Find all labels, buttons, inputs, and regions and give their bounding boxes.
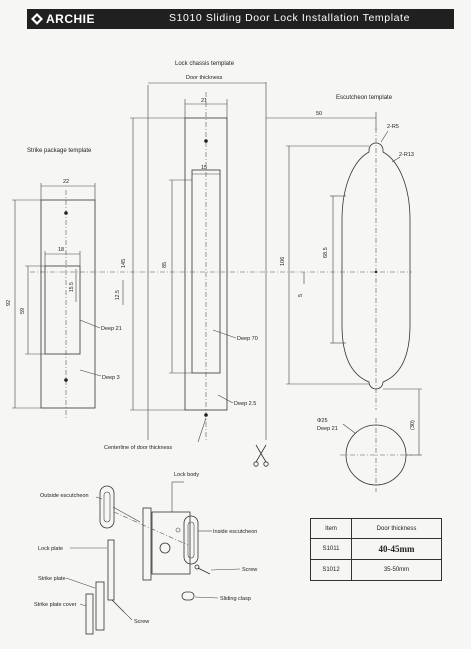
- dim-15-chassis: 15: [201, 165, 207, 171]
- dim-68-5: 68.5: [323, 247, 329, 258]
- strike-plate-cover-part: [85, 593, 94, 635]
- lock-body-part: [151, 511, 191, 575]
- dim-r5: 2-R5: [387, 124, 399, 130]
- strike-plate-part: [95, 581, 105, 631]
- dim-50: 50: [316, 111, 322, 117]
- dim-59: 59: [20, 308, 26, 314]
- dim-18: 18: [58, 247, 64, 253]
- sliding-clasp-label: Sliding clasp: [220, 596, 251, 602]
- dim-30: (30): [410, 420, 416, 430]
- dim-92: 92: [6, 300, 12, 306]
- strike-plate-label: Strike plate: [38, 576, 66, 582]
- archie-logo: ARCHIE: [31, 11, 95, 27]
- escutcheon-template: Escutcheon template 50 2-R5 2-R13 106 68…: [266, 95, 422, 492]
- deep-70-label: Deep 70: [237, 336, 258, 342]
- lock-chassis-template: Lock chassis template Door thickness 21 …: [104, 61, 267, 451]
- lock-plate-label: Lock plate: [38, 546, 63, 552]
- escutcheon-outline: [341, 142, 411, 390]
- dim-145: 145: [121, 259, 127, 268]
- screw-right-label: Screw: [242, 567, 257, 573]
- table-header-cell: Item: [310, 518, 352, 539]
- strike-deep-3-label: Deep 3: [102, 375, 120, 381]
- strike-pocket: [44, 265, 81, 355]
- exploded-parts-view: Outside escutcheon Lock body Inside escu…: [34, 472, 257, 635]
- table-row: S1012 35-50mm: [310, 559, 442, 581]
- hole-deep-21-label: Deep 21: [317, 426, 338, 432]
- dim-12-5: 12.5: [115, 290, 121, 300]
- dim-21: 21: [201, 98, 207, 104]
- dim-106: 106: [280, 257, 286, 266]
- sliding-clasp-part: [181, 591, 195, 601]
- lock-face-plate: [142, 507, 152, 581]
- header-bar: ARCHIE S1010 Sliding Door Lock Installat…: [27, 9, 454, 29]
- lock-plate-part: [107, 539, 115, 601]
- door-thickness-table: Item Door thickness S1011 40-45mm S1012 …: [310, 518, 442, 581]
- inside-escutcheon-part: [183, 515, 199, 565]
- table-cell-thickness: 35-50mm: [351, 559, 442, 581]
- document-title: S1010 Sliding Door Lock Installation Tem…: [169, 12, 411, 24]
- table-cell-item: S1012: [310, 559, 352, 581]
- deep-2-5-label: Deep 2.5: [234, 401, 256, 407]
- dim-85: 85: [162, 262, 168, 268]
- strike-outline: [40, 199, 96, 409]
- strike-package-label: Strike package template: [27, 148, 92, 154]
- archie-diamond-icon: [31, 13, 43, 25]
- table-cell-thickness: 40-45mm: [351, 538, 442, 560]
- table-header-row: Item Door thickness: [310, 518, 442, 539]
- strike-package-template: Strike package template 22 18 15.5 92: [6, 148, 124, 420]
- dim-15-5: 15.5: [69, 282, 75, 292]
- table-cell-item: S1011: [310, 538, 352, 560]
- strike-plate-cover-label: Strike plate cover: [34, 602, 77, 608]
- centerline-label: Centerline of door thickness: [104, 445, 172, 451]
- outside-escutcheon-label: Outside escutcheon: [40, 493, 89, 499]
- table-row: S1011 40-45mm: [310, 538, 442, 560]
- strike-deep-21-label: Deep 21: [101, 326, 122, 332]
- door-thickness-label: Door thickness: [186, 75, 223, 81]
- table-header-cell: Door thickness: [351, 518, 442, 539]
- dim-r13: 2-R13: [399, 152, 414, 158]
- lock-body-label: Lock body: [174, 472, 199, 478]
- dim-22: 22: [63, 179, 69, 185]
- escutcheon-label: Escutcheon template: [336, 95, 393, 101]
- scissors-icon: [253, 444, 269, 467]
- lock-chassis-label: Lock chassis template: [175, 61, 235, 67]
- phi-25-label: Φ25: [317, 418, 328, 424]
- brand-name: ARCHIE: [46, 12, 96, 26]
- outside-escutcheon-part: [99, 485, 115, 529]
- screw-bottom-label: Screw: [134, 619, 149, 625]
- dim-5: 5: [298, 294, 304, 297]
- inside-escutcheon-label: Inside escutcheon: [213, 529, 257, 535]
